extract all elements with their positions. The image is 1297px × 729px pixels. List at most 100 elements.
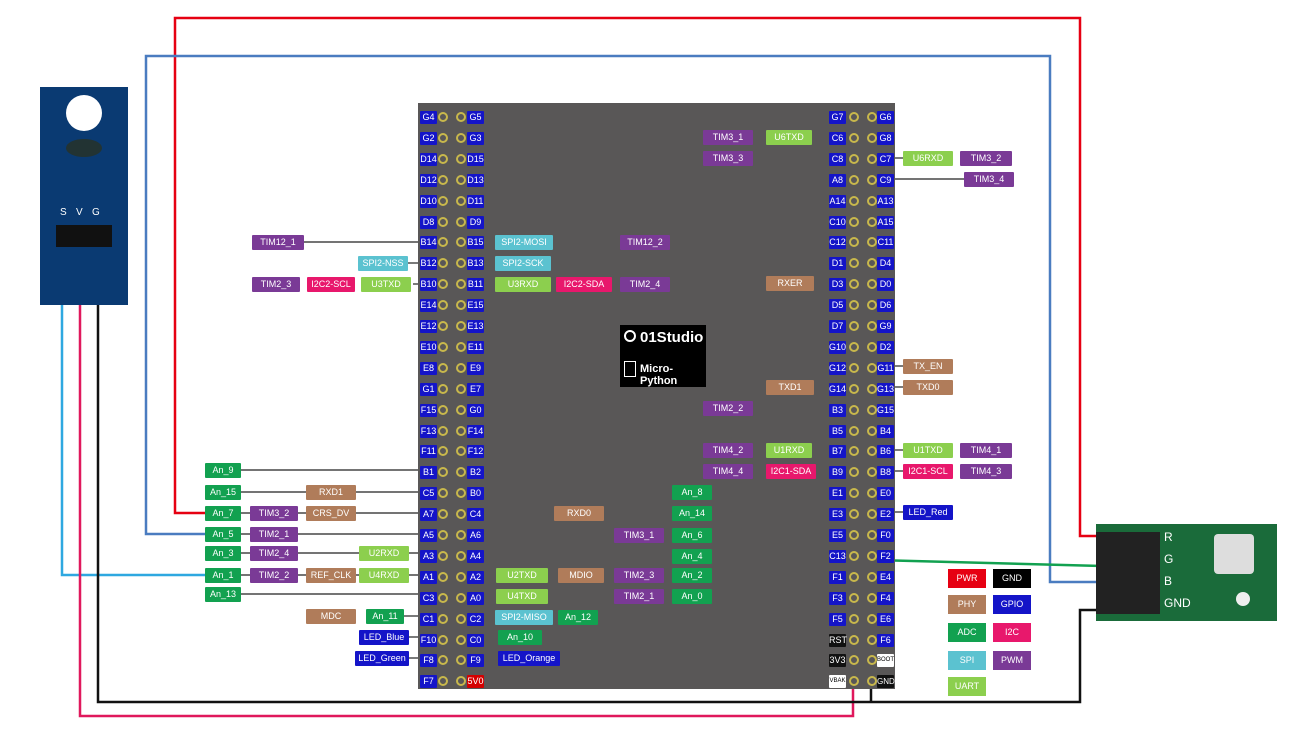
pin-pad [867,195,877,206]
pin-vbak: VBAK [829,675,846,689]
pin-g6: G6 [877,111,894,124]
legend-i2c: I2C [993,623,1031,642]
pin-b0: B0 [467,487,484,501]
label-spi2-nss: SPI2-NSS [358,256,408,271]
pin-b4: B4 [877,424,894,438]
label-ref-clk: REF_CLK [306,568,356,583]
pin-pad [849,383,859,394]
pin-b8: B8 [877,466,894,480]
pin-g13: G13 [877,382,895,396]
label-an-15: An_15 [205,485,241,500]
pin-pad [438,571,448,582]
logo-gear-icon [624,330,636,342]
label-an-8: An_8 [672,485,712,500]
pin-b3: B3 [829,403,846,417]
pin-c5: C5 [420,487,437,501]
pin-f1: F1 [829,570,846,584]
pin-pad [849,530,859,540]
label-u6txd: U6TXD [766,130,812,145]
pin-e3: E3 [829,508,846,522]
pin-g4: G4 [420,111,437,124]
pin-pad [438,258,448,269]
pin-e8: E8 [420,361,437,375]
pin-c7: C7 [877,152,894,166]
pin-pad [456,592,466,603]
label-tim4-3: TIM4_3 [960,464,1012,479]
pin-pad [867,634,877,645]
pin-b11: B11 [467,278,484,292]
pin-b10: B10 [420,278,437,292]
pin-b15: B15 [467,236,484,250]
rgb-pin-g: G [1164,552,1174,566]
pin-g3: G3 [467,131,484,145]
sensor-header [56,225,112,247]
label-u4rxd: U4RXD [359,568,409,583]
pin-pad [867,509,877,520]
pin-a14: A14 [829,194,846,208]
pin-g8: G8 [877,131,894,145]
pin-d11: D11 [467,194,484,208]
pin-c10: C10 [829,215,846,229]
pin-pad [849,509,859,520]
pin-a13: A13 [877,194,894,208]
pin-e0: E0 [877,487,894,501]
pin-f8: F8 [420,654,437,668]
pin-pad [849,488,859,499]
logo-chip-icon [624,361,636,377]
label-tim2-4: TIM2_4 [620,277,670,292]
pin-a0: A0 [467,591,484,605]
pin-pad [456,195,466,206]
pin-f3: F3 [829,591,846,605]
pin-boot: BOOT [877,654,894,668]
logo-text: 01Studio [640,329,704,346]
pin-b13: B13 [467,257,484,271]
pin-pad [456,655,466,666]
pin-g7: G7 [829,111,846,124]
legend-gnd: GND [993,569,1031,588]
pin-pad [867,341,877,352]
pin-pad [867,300,877,311]
wire-black [96,250,1102,704]
pin-pad [849,174,859,185]
pin-pad [456,279,466,290]
pin-a8: A8 [829,173,846,187]
pin-c9: C9 [877,173,894,187]
pin-a1: A1 [420,570,437,584]
label-an-1: An_1 [205,568,241,583]
pin-f11: F11 [420,445,437,459]
label-u3txd: U3TXD [361,277,411,292]
pin-f10: F10 [420,633,437,647]
label-rxer: RXER [766,276,814,291]
pin-pad [849,362,859,373]
board-logo: 01Studio Micro-Python [620,325,706,387]
label-spi2-miso: SPI2-MISO [495,610,553,625]
pin-pad [438,509,448,520]
pin-b6: B6 [877,445,894,459]
pin-c1: C1 [420,612,437,626]
pin-pad [867,467,877,478]
pin-pad [438,300,448,311]
pin-pad [849,132,859,143]
rgb-pin-b: B [1164,574,1173,588]
pin-f2: F2 [877,549,894,563]
pin-d15: D15 [467,152,484,166]
pin-pad [438,425,448,436]
pin-g14: G14 [829,382,847,396]
pin-f5: F5 [829,612,846,626]
pin-b1: B1 [420,466,437,480]
pin-pad [849,112,859,122]
sensor-pin-v: V [76,207,83,218]
pin-pad [438,446,448,457]
pin-pad [438,321,448,331]
pin-pad [849,279,859,290]
pin-pad [849,321,859,331]
pin-b9: B9 [829,466,846,480]
pin-pad [438,132,448,143]
pin-e9: E9 [467,361,484,375]
pin-d10: D10 [420,194,437,208]
pin-pad [438,404,448,415]
label-tim3-4: TIM3_4 [964,172,1014,187]
pin-d8: D8 [420,215,437,229]
